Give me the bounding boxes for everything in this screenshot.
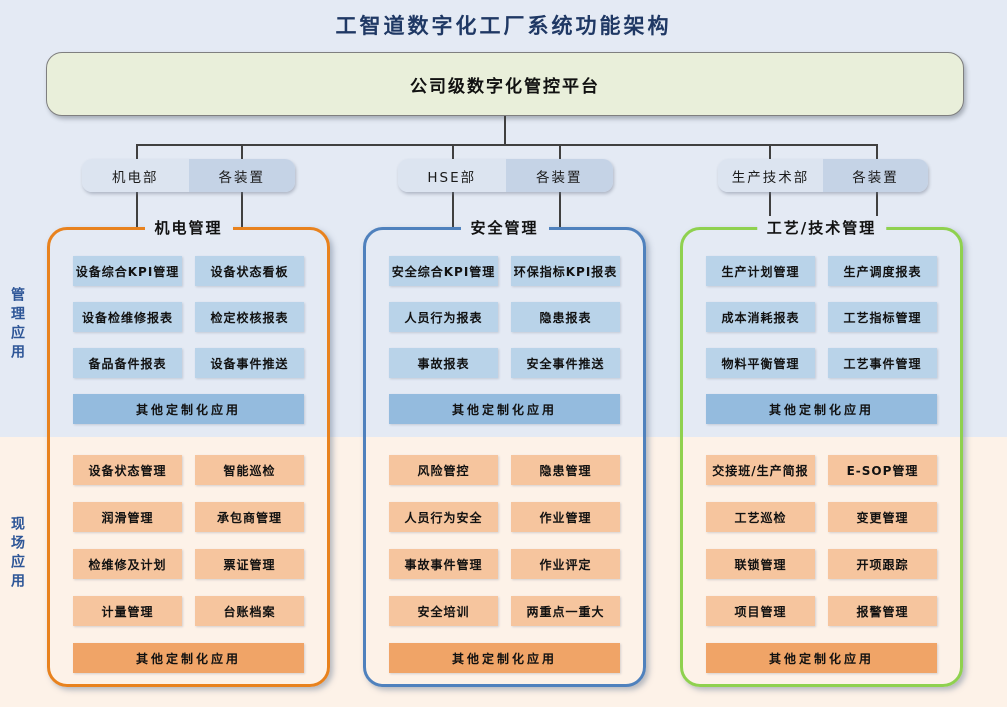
app-box: 作业管理: [511, 502, 620, 532]
app-box: 事故报表: [389, 348, 498, 378]
column-header: 安全管理: [460, 216, 549, 240]
app-box: 交接班/生产简报: [706, 455, 815, 485]
app-box: 智能巡检: [195, 455, 304, 485]
app-box: 安全事件推送: [511, 348, 620, 378]
app-box: 安全综合KPI管理: [389, 256, 498, 286]
app-box: 票证管理: [195, 549, 304, 579]
app-box: 润滑管理: [73, 502, 182, 532]
app-box: 台账档案: [195, 596, 304, 626]
tab-group-production: 生产技术部 各装置: [718, 159, 928, 192]
app-box: 工艺巡检: [706, 502, 815, 532]
app-box: 安全培训: [389, 596, 498, 626]
app-box: 人员行为报表: [389, 302, 498, 332]
column-process-management: 工艺/技术管理 生产计划管理 生产调度报表 成本消耗报表 工艺指标管理 物料平衡…: [680, 216, 963, 687]
app-box: 生产调度报表: [828, 256, 937, 286]
app-box: 变更管理: [828, 502, 937, 532]
app-box: 工艺指标管理: [828, 302, 937, 332]
app-box-wide: 其他定制化应用: [389, 643, 620, 673]
side-label-management-apps: 管理应用: [9, 287, 25, 363]
app-box: 设备状态看板: [195, 256, 304, 286]
app-box-wide: 其他定制化应用: [706, 394, 937, 424]
app-box-wide: 其他定制化应用: [73, 394, 304, 424]
app-box: 设备事件推送: [195, 348, 304, 378]
app-box: 两重点一重大: [511, 596, 620, 626]
app-box: 承包商管理: [195, 502, 304, 532]
page-title: 工智道数字化工厂系统功能架构: [335, 14, 672, 38]
app-box: 生产计划管理: [706, 256, 815, 286]
app-box: 报警管理: [828, 596, 937, 626]
column-header: 工艺/技术管理: [756, 216, 887, 240]
connector-horizontal: [136, 144, 878, 146]
app-box: 风险管控: [389, 455, 498, 485]
tab-group-mechanical: 机电部 各装置: [82, 159, 295, 192]
app-box: 事故事件管理: [389, 549, 498, 579]
platform-label: 公司级数字化管控平台: [410, 76, 600, 97]
app-box-wide: 其他定制化应用: [389, 394, 620, 424]
tab-group-hse: HSE部 各装置: [398, 159, 613, 192]
app-box: 人员行为安全: [389, 502, 498, 532]
app-box: 隐患报表: [511, 302, 620, 332]
app-box-wide: 其他定制化应用: [706, 643, 937, 673]
app-box: 物料平衡管理: [706, 348, 815, 378]
app-box-wide: 其他定制化应用: [73, 643, 304, 673]
app-box: 工艺事件管理: [828, 348, 937, 378]
app-box: 隐患管理: [511, 455, 620, 485]
column-mechanical-management: 机电管理 设备综合KPI管理 设备状态看板 设备检维修报表 检定校核报表 备品备…: [47, 216, 330, 687]
column-safety-management: 安全管理 安全综合KPI管理 环保指标KPI报表 人员行为报表 隐患报表 事故报…: [363, 216, 646, 687]
app-box: 作业评定: [511, 549, 620, 579]
app-box: 联锁管理: [706, 549, 815, 579]
app-box: 计量管理: [73, 596, 182, 626]
app-box: 备品备件报表: [73, 348, 182, 378]
app-box: 环保指标KPI报表: [511, 256, 620, 286]
unit-tab: 各装置: [188, 159, 295, 192]
unit-tab: 各装置: [823, 159, 928, 192]
app-box: 设备状态管理: [73, 455, 182, 485]
app-box: 成本消耗报表: [706, 302, 815, 332]
app-box: E-SOP管理: [828, 455, 937, 485]
column-header: 机电管理: [144, 216, 233, 240]
dept-tab: 生产技术部: [718, 159, 823, 192]
unit-tab: 各装置: [505, 159, 613, 192]
connector-platform-stub: [504, 116, 506, 145]
app-box: 开项跟踪: [828, 549, 937, 579]
app-box: 项目管理: [706, 596, 815, 626]
app-box: 设备检维修报表: [73, 302, 182, 332]
app-box: 设备综合KPI管理: [73, 256, 182, 286]
app-box: 检维修及计划: [73, 549, 182, 579]
side-label-field-apps: 现场应用: [9, 516, 25, 592]
dept-tab: HSE部: [398, 159, 506, 192]
platform-box: 公司级数字化管控平台: [46, 52, 964, 116]
dept-tab: 机电部: [82, 159, 189, 192]
app-box: 检定校核报表: [195, 302, 304, 332]
